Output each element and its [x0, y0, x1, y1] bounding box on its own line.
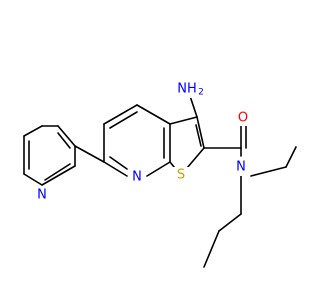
atom-labels: NH 2 O N S N N [33, 80, 251, 204]
thiophene-sulfur-label-text: S [177, 168, 185, 183]
amide-nitrogen-label: N [232, 158, 250, 176]
amino-group-label: NH 2 [177, 80, 204, 98]
bond [169, 116, 198, 125]
bond [250, 166, 287, 177]
pyridyl-nitrogen-label-text: N [37, 188, 47, 203]
bond [23, 125, 43, 137]
bond [218, 213, 242, 232]
thiophene-sulfur-label: S [173, 167, 189, 183]
molecule-structure: NH 2 O N S N N [23, 80, 297, 268]
bond [196, 116, 205, 149]
amino-group-label-subscript: 2 [198, 88, 204, 98]
bond [109, 111, 138, 129]
bond [189, 95, 198, 118]
bond [195, 124, 202, 147]
bond [203, 230, 220, 268]
pyridyl-nitrogen-label: N [33, 186, 51, 204]
bond [57, 125, 76, 147]
bond [109, 156, 128, 170]
bond [44, 163, 71, 181]
bond [41, 165, 76, 186]
bond [23, 173, 43, 186]
fused-pyridine-nitrogen-label-text: N [132, 170, 142, 185]
amino-group-label-text: NH [177, 82, 197, 97]
bond [285, 146, 297, 168]
bond [103, 104, 138, 125]
amide-nitrogen-label-text: N [236, 160, 246, 175]
carbonyl-oxygen-label: O [235, 110, 251, 126]
bond [74, 145, 105, 163]
bond [103, 161, 128, 177]
bonds [23, 95, 297, 268]
fused-pyridine-nitrogen-label: N [128, 168, 146, 186]
bond [146, 161, 171, 177]
bond [186, 147, 205, 169]
carbonyl-oxygen-label-text: O [238, 111, 248, 126]
bond [57, 132, 71, 149]
bond [136, 104, 171, 125]
